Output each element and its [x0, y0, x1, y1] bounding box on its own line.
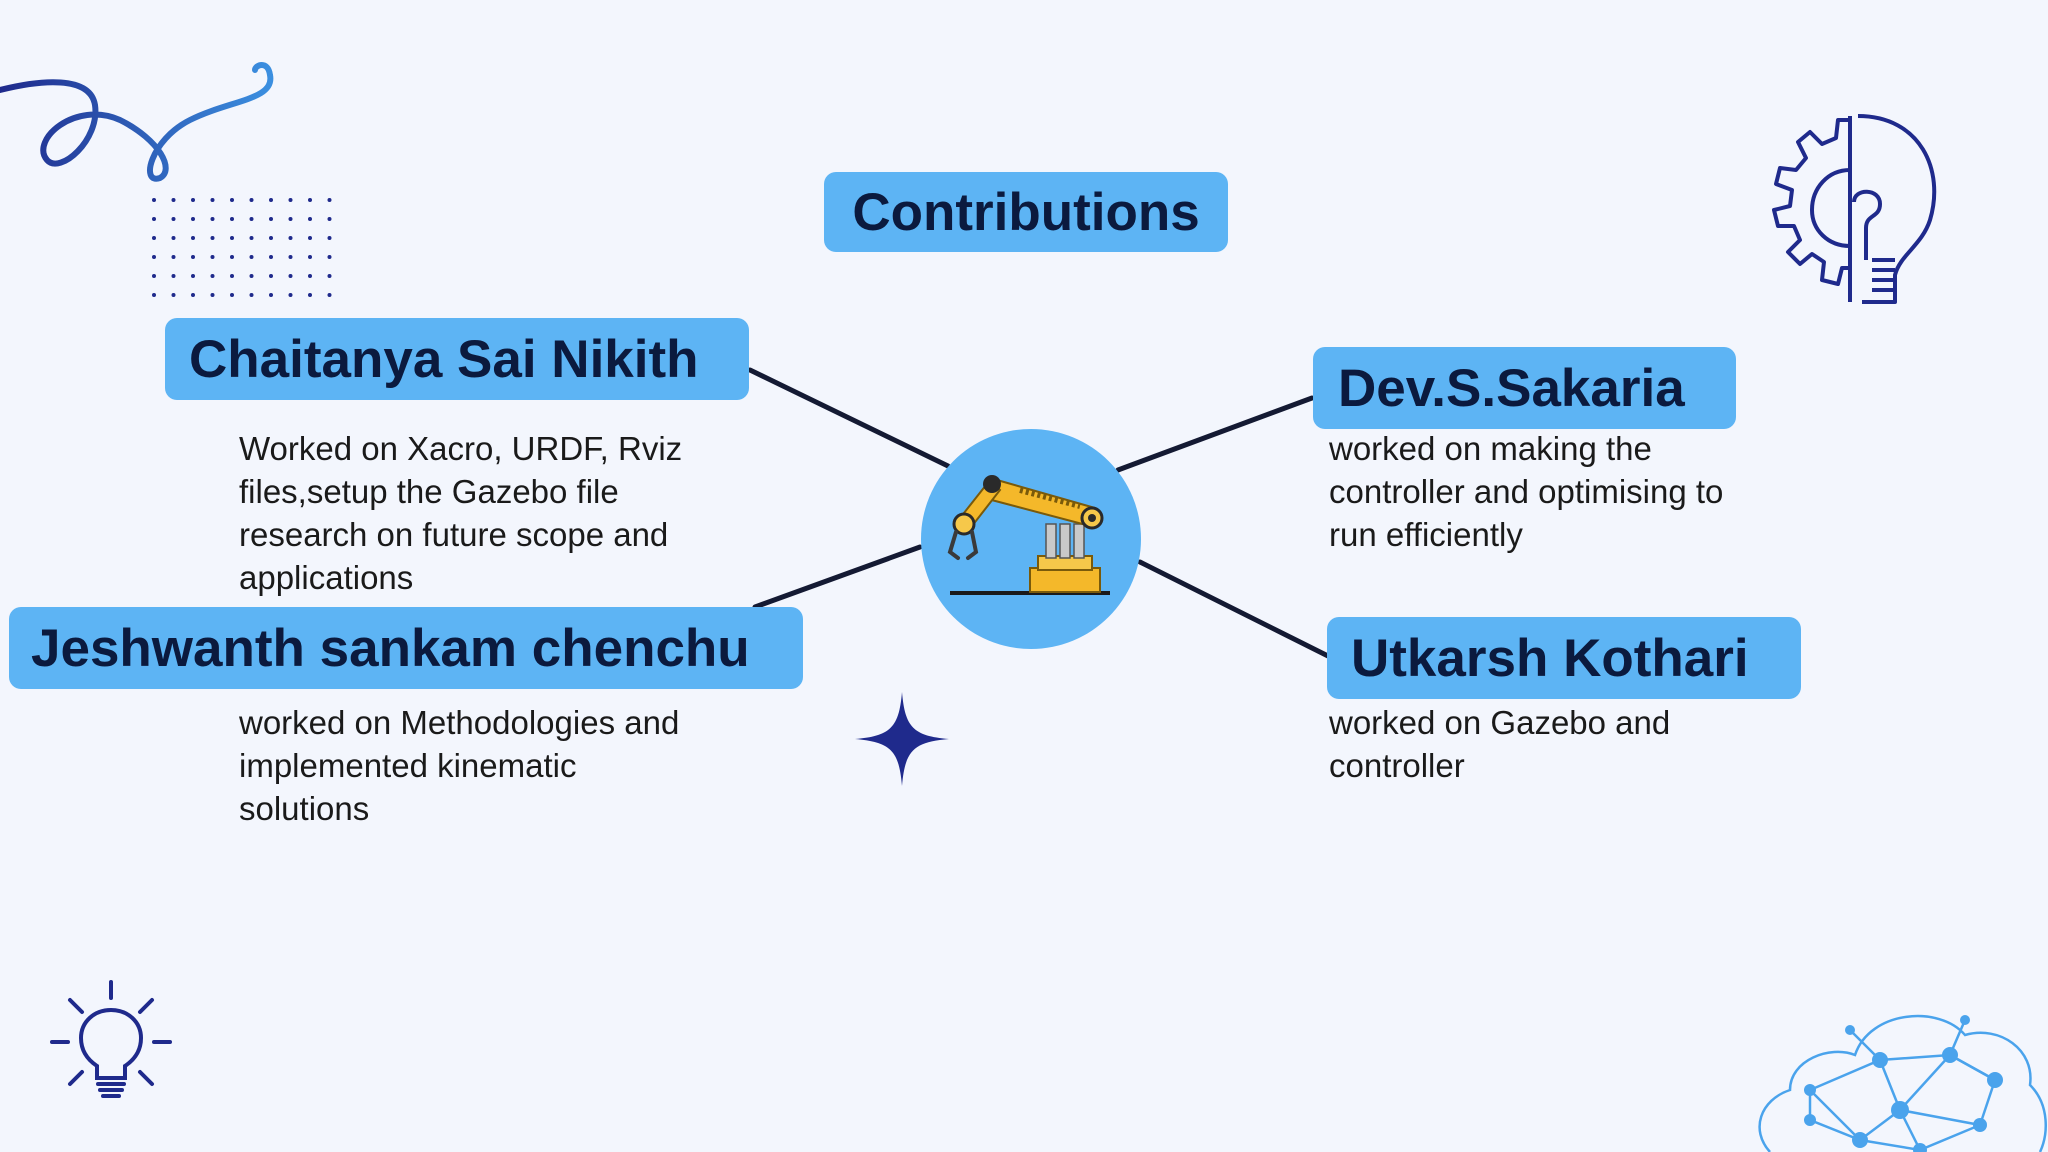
grid-dot — [171, 236, 176, 240]
grid-dot — [171, 293, 176, 297]
sparkle-star-icon — [855, 692, 949, 786]
description-line: worked on making the — [1329, 430, 1652, 467]
connector-line-jeshwanth — [752, 544, 923, 610]
grid-dot — [308, 236, 312, 240]
grid-dot — [249, 255, 254, 259]
grid-dot — [171, 274, 176, 278]
grid-dot — [210, 217, 215, 221]
slide-title: Contributions — [824, 172, 1228, 252]
grid-dot — [230, 274, 234, 278]
grid-dot — [269, 293, 273, 297]
grid-dot — [308, 198, 312, 202]
connector-line-utkarsh — [1137, 559, 1331, 659]
grid-dot — [308, 274, 312, 278]
grid-dot — [269, 274, 273, 278]
grid-dot — [191, 198, 195, 202]
grid-dot — [152, 293, 156, 297]
grid-dot — [249, 274, 254, 278]
member-name-utkarsh: Utkarsh Kothari — [1327, 617, 1801, 699]
grid-dot — [288, 198, 293, 202]
description-line: worked on Gazebo and — [1329, 704, 1671, 741]
member-description-dev: worked on making the controller and opti… — [1329, 427, 1723, 556]
grid-dot — [152, 255, 156, 259]
grid-dot — [191, 217, 195, 221]
connector-line-chaitanya — [747, 367, 951, 469]
grid-dot — [152, 236, 156, 240]
brain-network-icon — [1758, 1014, 2047, 1152]
grid-dot — [269, 198, 273, 202]
grid-dot — [308, 217, 312, 221]
grid-dot — [269, 236, 273, 240]
grid-dot — [308, 255, 312, 259]
grid-dot — [152, 274, 156, 278]
member-name-chaitanya: Chaitanya Sai Nikith — [165, 318, 749, 400]
grid-dot — [249, 293, 254, 297]
grid-dot — [171, 198, 176, 202]
grid-dot — [210, 198, 215, 202]
member-description-jeshwanth: worked on Methodologies and implemented … — [239, 701, 679, 830]
grid-dot — [249, 198, 254, 202]
description-line: implemented kinematic — [239, 747, 577, 784]
grid-dot — [191, 274, 195, 278]
grid-dot — [269, 217, 273, 221]
grid-dot — [171, 255, 176, 259]
grid-dot — [230, 255, 234, 259]
member-name-jeshwanth: Jeshwanth sankam chenchu — [9, 607, 803, 689]
grid-dot — [288, 236, 293, 240]
grid-dot — [210, 255, 215, 259]
grid-dot — [288, 255, 293, 259]
grid-dot — [191, 293, 195, 297]
grid-dot — [288, 217, 293, 221]
grid-dot — [308, 293, 312, 297]
description-line: Worked on Xacro, URDF, Rviz — [239, 430, 683, 467]
center-robot-circle — [921, 429, 1141, 649]
grid-dot — [230, 217, 234, 221]
member-description-chaitanya: Worked on Xacro, URDF, Rviz files,setup … — [239, 427, 682, 599]
grid-dot — [230, 236, 234, 240]
grid-dot — [327, 255, 332, 259]
description-line: controller and optimising to — [1329, 473, 1724, 510]
description-line: research on future scope and — [239, 516, 669, 553]
grid-dot — [152, 217, 156, 221]
description-line: solutions — [239, 790, 370, 827]
grid-dot — [230, 198, 234, 202]
description-line: controller — [1329, 747, 1465, 784]
grid-dot — [210, 236, 215, 240]
robotic-arm-icon — [947, 475, 1110, 595]
grid-dot — [230, 293, 234, 297]
grid-dot — [152, 198, 156, 202]
grid-dot — [191, 236, 195, 240]
member-name-dev: Dev.S.Sakaria — [1313, 347, 1736, 429]
description-line: run efficiently — [1329, 516, 1523, 553]
grid-dot — [288, 293, 293, 297]
grid-dot — [327, 274, 332, 278]
dot-grid-icon — [152, 198, 332, 297]
member-description-utkarsh: worked on Gazebo and controller — [1329, 701, 1670, 787]
grid-dot — [327, 236, 332, 240]
description-line: worked on Methodologies and — [239, 704, 680, 741]
lightbulb-icon — [50, 980, 172, 1098]
connector-line-dev — [1115, 395, 1315, 473]
grid-dot — [288, 274, 293, 278]
gear-bulb-icon — [1772, 114, 1937, 304]
grid-dot — [171, 217, 176, 221]
squiggle-icon — [0, 62, 274, 182]
grid-dot — [249, 236, 254, 240]
grid-dot — [249, 217, 254, 221]
description-line: files,setup the Gazebo file — [239, 473, 619, 510]
grid-dot — [327, 293, 332, 297]
grid-dot — [210, 293, 215, 297]
grid-dot — [191, 255, 195, 259]
description-line: applications — [239, 559, 414, 596]
grid-dot — [327, 198, 332, 202]
grid-dot — [210, 274, 215, 278]
grid-dot — [269, 255, 273, 259]
grid-dot — [327, 217, 332, 221]
